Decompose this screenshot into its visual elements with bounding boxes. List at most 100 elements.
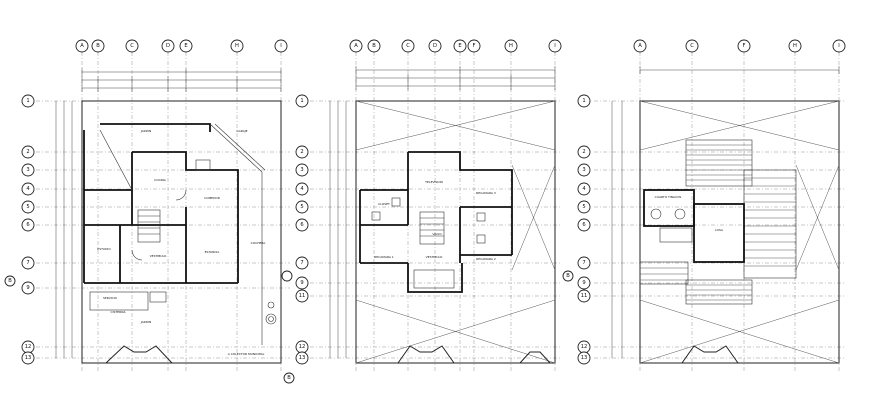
svg-text:A: A <box>354 43 358 49</box>
svg-text:H: H <box>793 43 797 49</box>
column-gridlines <box>639 52 840 372</box>
grid-bubble-row: 3 <box>21 163 35 177</box>
row-gridlines <box>310 100 562 359</box>
svg-text:F: F <box>743 43 746 49</box>
grid-bubble-col: B <box>91 39 105 53</box>
svg-text:B: B <box>372 43 376 49</box>
svg-text:3: 3 <box>26 167 29 173</box>
svg-text:11: 11 <box>299 293 306 299</box>
svg-text:I: I <box>280 43 282 49</box>
plan-upper-floor: TELEVISION RECAMARA 3 CLOSET VACIO RECAM… <box>295 39 562 372</box>
grid-bubble-row: 11 <box>577 289 591 303</box>
grid-bubble-col: A <box>633 39 647 53</box>
roof-outline <box>355 100 556 364</box>
grid-bubble-col: H <box>788 39 802 53</box>
svg-text:5: 5 <box>582 204 585 210</box>
grid-bubble-col: A <box>349 39 363 53</box>
svg-text:C: C <box>690 43 694 49</box>
svg-text:A: A <box>80 43 84 49</box>
grid-bubble-row: 2 <box>295 145 309 159</box>
svg-text:B: B <box>566 273 570 279</box>
svg-text:4: 4 <box>26 186 30 192</box>
svg-text:B: B <box>8 278 12 284</box>
grid-bubble-col: F <box>467 39 481 53</box>
svg-text:F: F <box>473 43 476 49</box>
svg-text:12: 12 <box>25 344 32 350</box>
grid-bubble-row: 4 <box>577 182 591 196</box>
room-label: VESTIBULO <box>150 254 167 258</box>
column-gridlines <box>81 52 282 372</box>
grid-bubble-row: 11 <box>295 289 309 303</box>
grid-bubble-row: 4 <box>21 182 35 196</box>
grid-bubble-col: H <box>230 39 244 53</box>
room-label: JARDIN <box>140 129 151 133</box>
svg-text:C: C <box>406 43 410 49</box>
grid-bubble-row: 2 <box>577 145 591 159</box>
svg-text:A: A <box>638 43 642 49</box>
grid-bubble-col: E <box>179 39 193 53</box>
section-mark: B B <box>4 270 295 384</box>
column-gridlines <box>355 52 556 372</box>
grid-bubble-row: 12 <box>577 340 591 354</box>
ground-floor-walls <box>83 123 277 345</box>
dimension-lines <box>55 68 282 358</box>
ground-floor-room-labels: JARDIN GARAJE COCINA COMEDOR ESTUDIO VES… <box>97 129 266 356</box>
plan-ground-floor: JARDIN GARAJE COCINA COMEDOR ESTUDIO VES… <box>4 39 295 384</box>
grid-bubble-col: I <box>274 39 288 53</box>
svg-text:6: 6 <box>26 222 29 228</box>
row-bubbles: 1 2 3 4 5 6 7 9 11 12 13 <box>295 94 309 365</box>
svg-text:9: 9 <box>582 280 585 286</box>
room-label: SERVICIO <box>103 296 118 300</box>
column-bubbles: A B C D E H I <box>75 39 288 53</box>
svg-text:I: I <box>838 43 840 49</box>
room-label: COMEDOR <box>204 196 220 200</box>
svg-text:6: 6 <box>300 222 303 228</box>
svg-text:E: E <box>458 43 461 49</box>
grid-bubble-row: 13 <box>295 351 309 365</box>
grid-bubble-row: 6 <box>577 218 591 232</box>
roof-outline <box>639 100 840 364</box>
dimension-lines <box>329 66 556 358</box>
grid-bubble-row: 5 <box>295 200 309 214</box>
room-label: CISTERNA <box>111 310 127 314</box>
room-label: COCHERA <box>251 241 267 245</box>
grid-bubble-row: 1 <box>577 94 591 108</box>
svg-text:1: 1 <box>582 98 585 104</box>
svg-text:12: 12 <box>299 344 306 350</box>
svg-text:D: D <box>166 43 170 49</box>
roof-structures: CUARTO TINACOS LOSA <box>643 189 745 263</box>
grid-bubble-row: 5 <box>21 200 35 214</box>
svg-text:I: I <box>554 43 556 49</box>
grid-bubble-col: C <box>401 39 415 53</box>
roof-slopes <box>639 139 797 305</box>
grid-bubble-col: E <box>453 39 467 53</box>
drawing-note: A COLECTOR MUNICIPAL <box>228 352 265 356</box>
svg-text:2: 2 <box>582 149 585 155</box>
svg-text:1: 1 <box>26 98 29 104</box>
grid-bubble-col: I <box>832 39 846 53</box>
row-gridlines <box>36 100 290 359</box>
upper-floor-walls <box>359 151 513 293</box>
room-label: VACIO <box>432 232 442 236</box>
grid-bubble-row: 6 <box>295 218 309 232</box>
svg-text:9: 9 <box>26 285 29 291</box>
svg-text:9: 9 <box>300 280 303 286</box>
svg-text:2: 2 <box>26 149 29 155</box>
svg-text:13: 13 <box>581 355 588 361</box>
row-bubbles: 1 2 3 4 5 6 7 9 12 13 <box>21 94 35 365</box>
room-label: RECAMARA 1 <box>374 255 394 259</box>
svg-text:6: 6 <box>582 222 585 228</box>
grid-bubble-row: 13 <box>577 351 591 365</box>
svg-text:2: 2 <box>300 149 303 155</box>
grid-bubble-row: 9 <box>295 276 309 290</box>
dimension-lines <box>611 66 840 358</box>
grid-bubble-row: 3 <box>295 163 309 177</box>
room-label: VESTIBULO <box>426 255 443 259</box>
svg-text:B: B <box>287 375 291 381</box>
grid-bubble-row: 7 <box>577 256 591 270</box>
room-label: LOSA <box>715 228 724 232</box>
svg-text:C: C <box>130 43 134 49</box>
room-label: TELEVISION <box>424 180 443 184</box>
grid-bubble-row: 7 <box>295 256 309 270</box>
svg-text:7: 7 <box>582 260 585 266</box>
